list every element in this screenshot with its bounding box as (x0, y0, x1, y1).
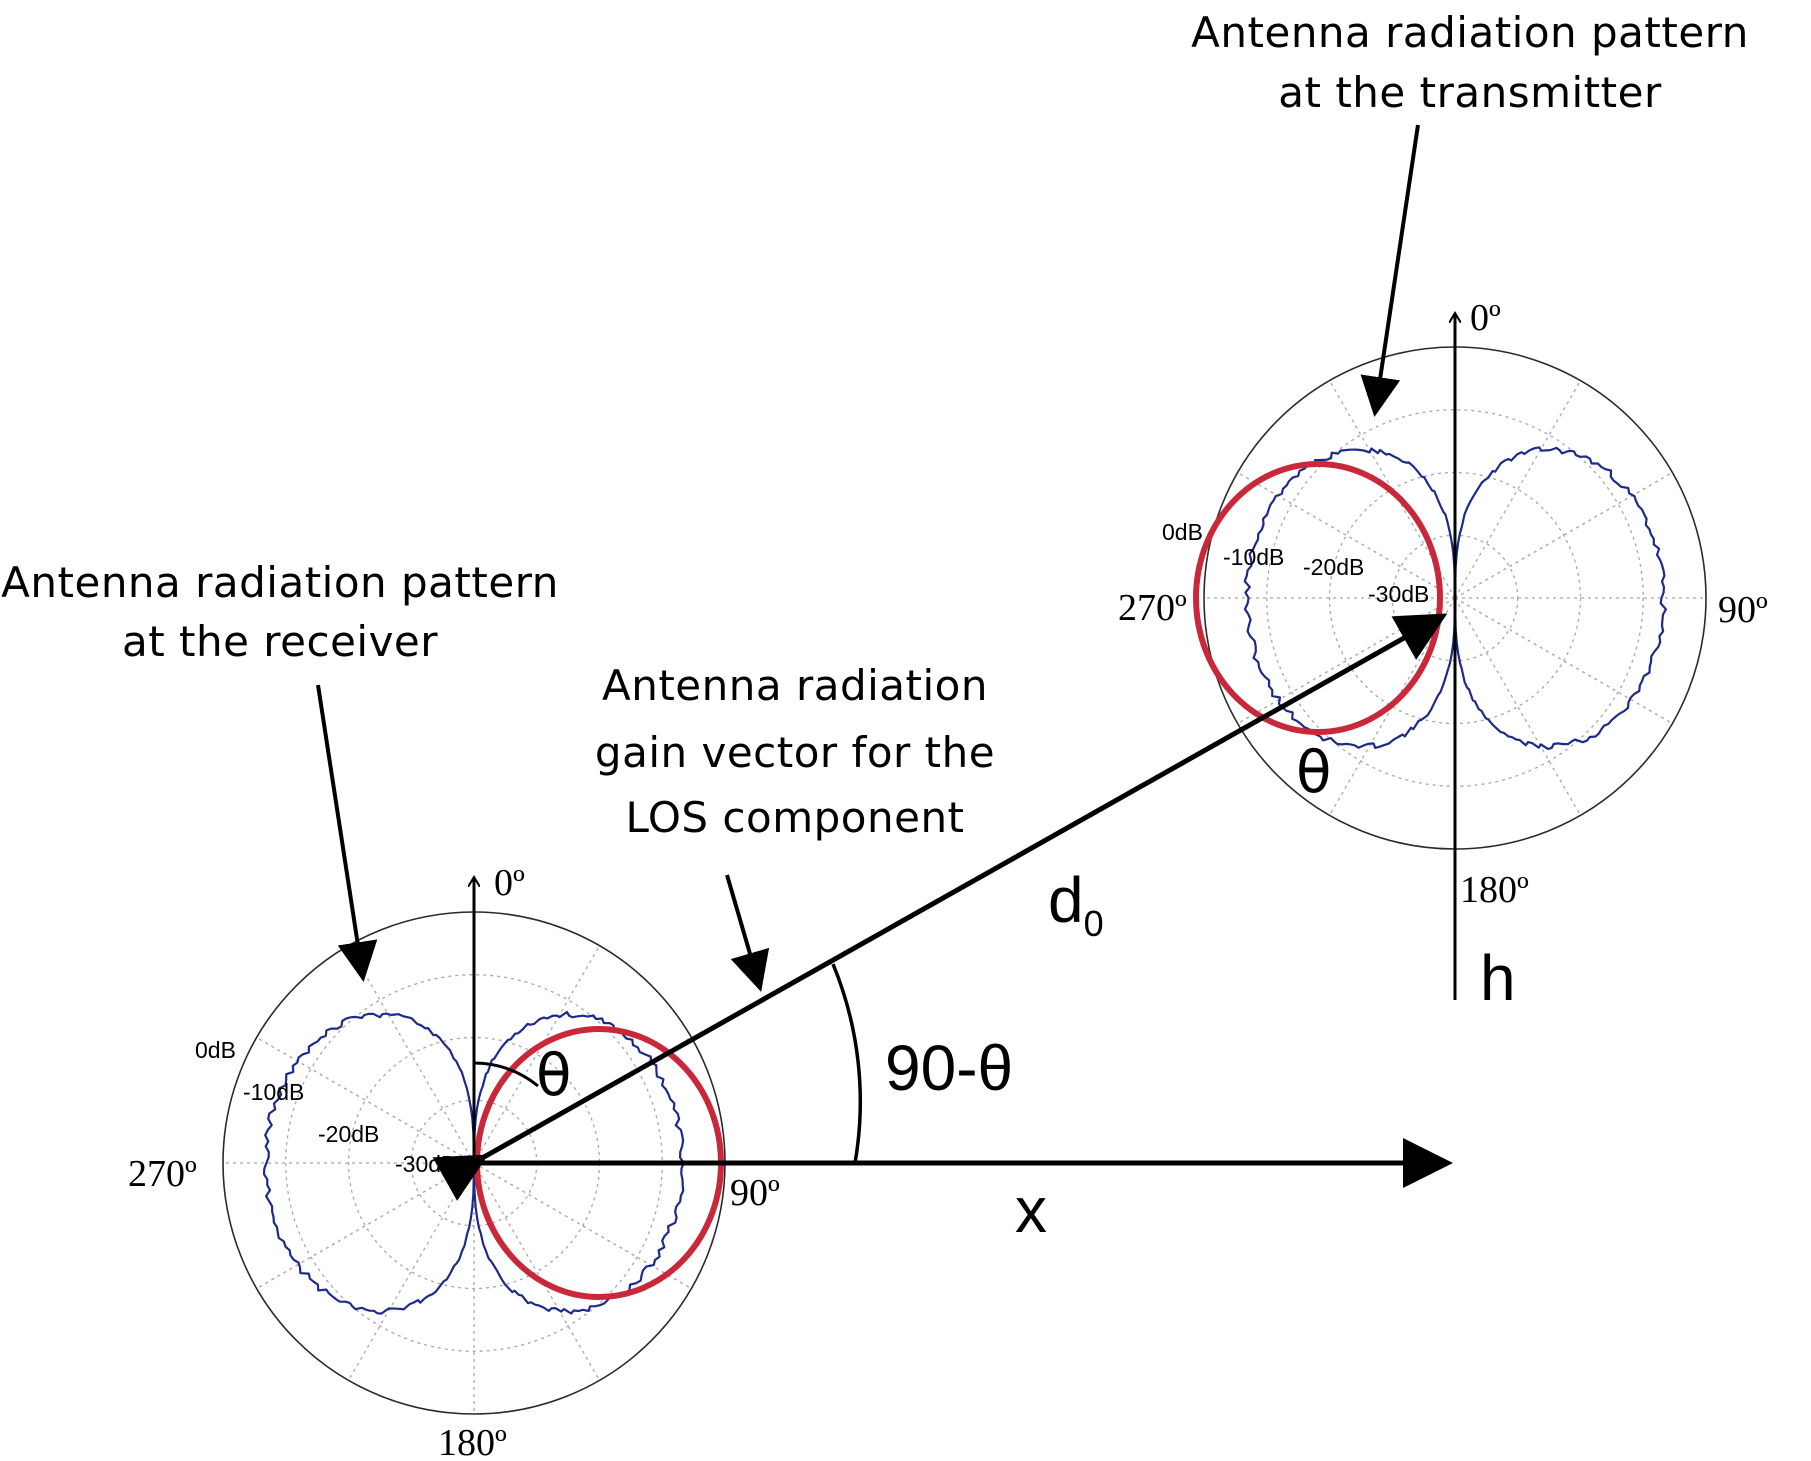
pointer-arrows (316, 124, 1420, 992)
receiver-angle-270: 270º (128, 1153, 197, 1195)
transmitter-right-lobe (1453, 446, 1667, 750)
receiver-theta-label: θ (536, 1041, 572, 1109)
transmitter-grid-spoke (1237, 597, 1456, 725)
transmitter-angle-180: 180º (1460, 869, 1529, 911)
receiver-grid-spoke (256, 1162, 475, 1290)
receiver-angle-90: 90º (730, 1172, 780, 1214)
receiver-db-20: -20dB (318, 1121, 379, 1147)
transmitter-polar-plot: 0º 90º 180º 270º 0dB -10dB -20dB -30dB (1118, 297, 1768, 1000)
transmitter-angle-90: 90º (1718, 589, 1768, 631)
transmitter-caption-line1: Antenna radiation pattern (1191, 8, 1749, 57)
complement-angle-arc (831, 963, 863, 1164)
complement-angle-label: 90-θ (885, 1032, 1013, 1104)
los-caption-line3: LOS component (625, 793, 964, 842)
los-caption-line1: Antenna radiation (602, 661, 988, 710)
transmitter-angle-270: 270º (1118, 587, 1187, 629)
receiver-db-10: -10dB (243, 1079, 304, 1105)
d0-subscript: 0 (1084, 903, 1104, 944)
transmitter-grid-spoke (1454, 380, 1582, 599)
receiver-theta-arc (473, 1061, 539, 1088)
los-d0-arrow (432, 613, 1448, 1201)
transmitter-db-10: -10dB (1223, 544, 1284, 570)
receiver-angle-0: 0º (494, 862, 525, 904)
los-caption: Antenna radiation gain vector for the LO… (595, 661, 995, 842)
receiver-polar-plot: 0º 90º 180º 270º 0dB -10dB -20dB -30dB (128, 862, 780, 1461)
transmitter-db-30: -30dB (1368, 581, 1429, 607)
h-label: h (1480, 942, 1516, 1014)
transmitter-caption-pointer (1360, 124, 1420, 417)
x-label: x (1015, 1174, 1047, 1246)
los-caption-pointer (725, 874, 770, 992)
receiver-caption-line1: Antenna radiation pattern (1, 558, 559, 607)
receiver-grid-spoke (473, 1162, 601, 1381)
receiver-db-30: -30dB (395, 1151, 456, 1177)
transmitter-db-20: -20dB (1303, 554, 1364, 580)
receiver-left-lobe (262, 1012, 476, 1315)
receiver-caption: Antenna radiation pattern at the receive… (1, 558, 559, 666)
transmitter-caption: Antenna radiation pattern at the transmi… (1191, 8, 1749, 117)
receiver-db-0: 0dB (195, 1037, 236, 1063)
receiver-angle-180: 180º (438, 1422, 507, 1456)
geometry-lines (432, 613, 1453, 1201)
receiver-caption-pointer (316, 684, 378, 982)
transmitter-grid-spoke (1454, 597, 1582, 816)
d0-main: d (1048, 864, 1084, 936)
receiver-grid-spoke (347, 1162, 475, 1381)
transmitter-angle-0: 0º (1470, 297, 1501, 339)
los-caption-line2: gain vector for the (595, 728, 995, 777)
transmitter-theta-label: θ (1296, 738, 1332, 806)
receiver-caption-line2: at the receiver (122, 617, 438, 666)
transmitter-db-0: 0dB (1162, 519, 1203, 545)
transmitter-caption-line2: at the transmitter (1278, 68, 1662, 117)
d0-label: d0 (1048, 864, 1104, 944)
